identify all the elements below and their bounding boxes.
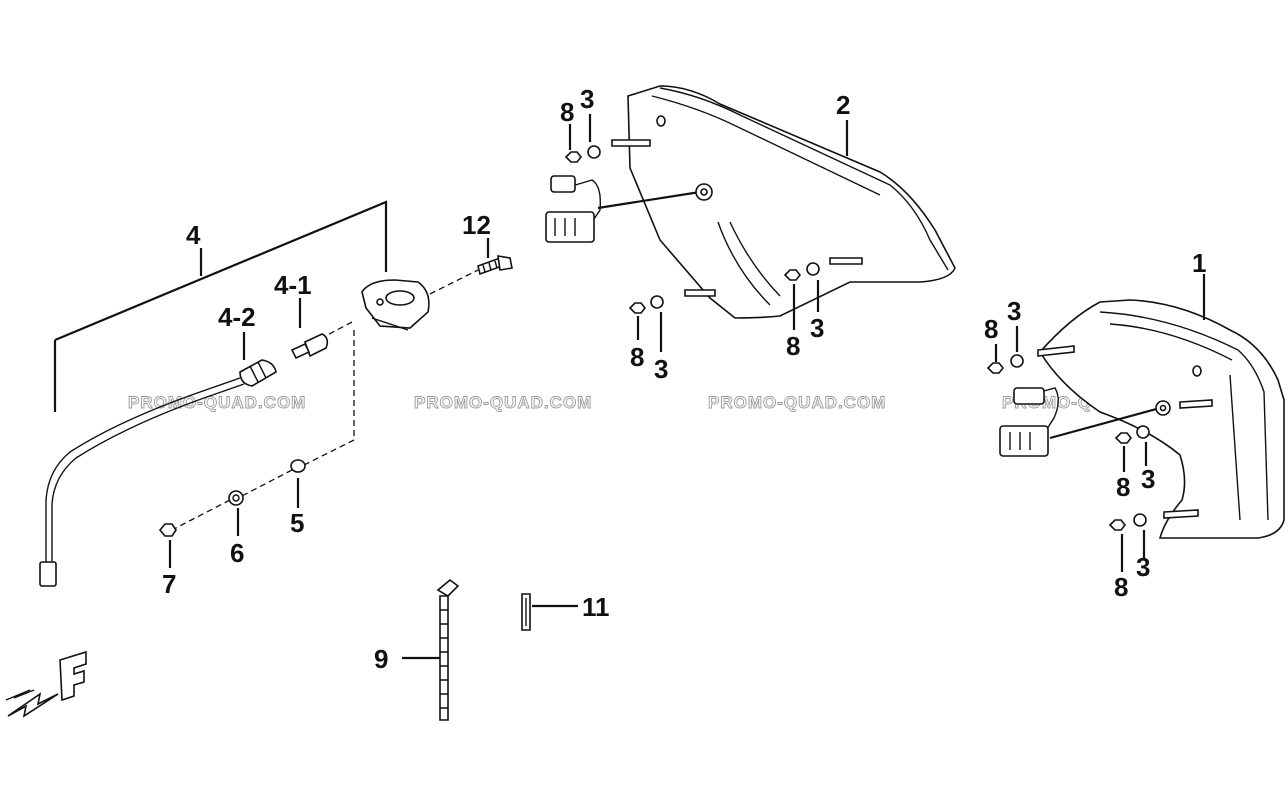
label-part-7: 7: [162, 569, 176, 599]
label-part-8a: 8: [560, 97, 574, 127]
label-part-8c: 8: [786, 331, 800, 361]
label-part-11: 11: [582, 592, 610, 622]
leader-lines: [168, 114, 1206, 660]
label-part-3b: 3: [654, 354, 668, 384]
tail-light-right-part-1: [999, 299, 1285, 539]
tail-light-left-part-2: [545, 85, 956, 319]
label-part-3a: 3: [580, 84, 594, 114]
label-part-1: 1: [1192, 248, 1206, 278]
label-part-6: 6: [230, 538, 244, 568]
label-part-8e: 8: [1116, 472, 1130, 502]
watermark-3: PROMO-QUAD.COM: [708, 393, 886, 412]
front-direction-marker: F: [5, 650, 87, 718]
label-part-3f: 3: [1136, 552, 1150, 582]
watermark-1: PROMO-QUAD.COM: [128, 393, 306, 412]
callout-labels: 2 1 4 4-1 4-2 12 8 3 8 3 8 3 8 3 8 3 8 3…: [162, 84, 1206, 674]
label-part-5: 5: [290, 508, 304, 538]
nut-part-7: [158, 523, 177, 537]
label-part-3c: 3: [810, 313, 824, 343]
label-part-4-2: 4-2: [218, 302, 256, 332]
label-part-8f: 8: [1114, 572, 1128, 602]
washer-part-5: [290, 459, 306, 473]
label-part-4-1: 4-1: [274, 270, 312, 300]
label-part-9: 9: [374, 644, 388, 674]
clip-part-11: [521, 593, 531, 631]
label-part-12: 12: [462, 210, 491, 240]
label-part-8b: 8: [630, 342, 644, 372]
label-part-3d: 3: [1007, 296, 1021, 326]
label-part-4: 4: [186, 220, 201, 250]
license-lamp-part-4: [39, 200, 479, 587]
lock-washer-part-6: [228, 490, 244, 506]
fasteners: [564, 145, 1150, 531]
label-part-2: 2: [836, 90, 850, 120]
cable-tie-part-9: [436, 578, 460, 721]
small-hardware: [158, 459, 306, 537]
screw-part-12: [477, 255, 513, 276]
label-part-8d: 8: [984, 314, 998, 344]
label-part-3e: 3: [1141, 464, 1155, 494]
watermark-2: PROMO-QUAD.COM: [414, 393, 592, 412]
